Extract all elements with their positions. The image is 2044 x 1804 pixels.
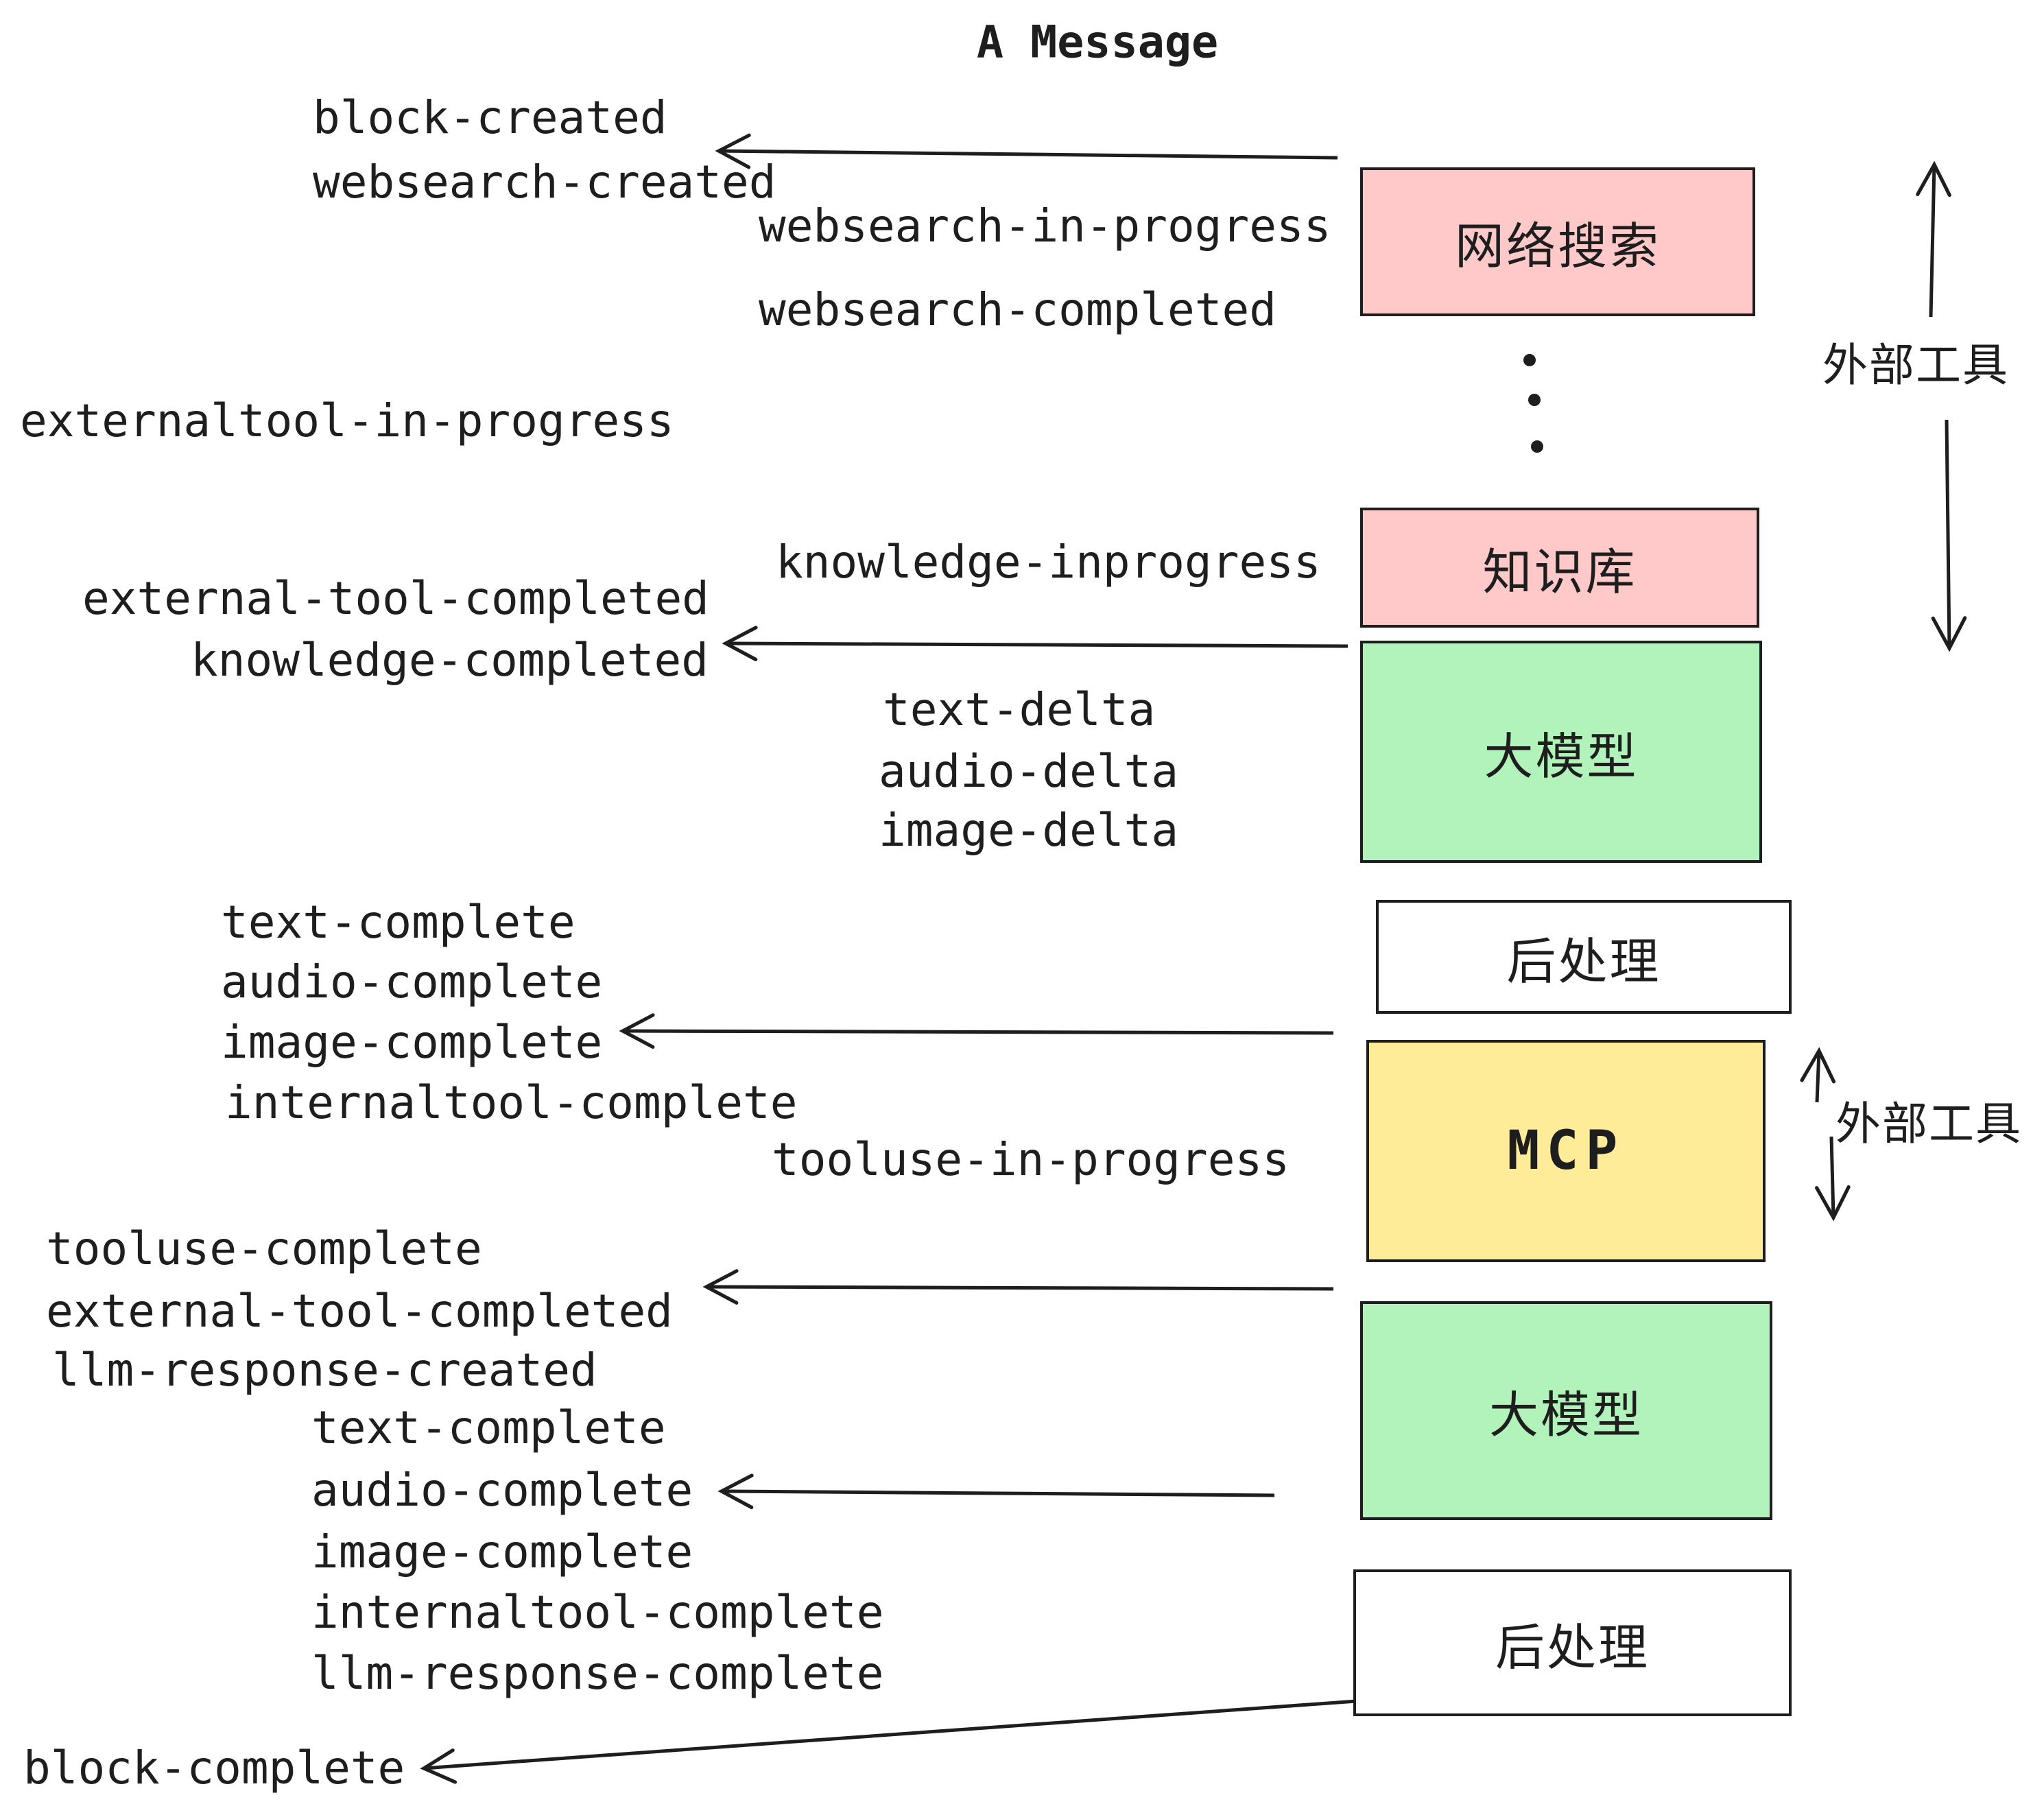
event-image-complete-1: image-complete: [221, 1016, 603, 1069]
box-post-process-2: 后处理: [1353, 1569, 1792, 1716]
event-externaltool-in-progress: externaltool-in-progress: [20, 394, 674, 447]
external-tools-1-up-arrow: [1916, 161, 1951, 318]
event-tooluse-complete: tooluse-complete: [46, 1222, 482, 1275]
box-mcp-label: MCP: [1507, 1120, 1625, 1182]
event-image-complete-2: image-complete: [311, 1526, 693, 1578]
event-text-complete-1: text-complete: [221, 896, 575, 949]
event-audio-complete-2: audio-complete: [311, 1464, 693, 1517]
event-internaltool-complete-2: internaltool-complete: [311, 1586, 884, 1639]
arrow-block-complete: [420, 1699, 1357, 1784]
event-llm-response-complete: llm-response-complete: [311, 1647, 884, 1700]
event-audio-complete-1: audio-complete: [221, 956, 603, 1008]
event-internaltool-complete-1: internaltool-complete: [225, 1076, 798, 1129]
box-knowledge-base: 知识库: [1360, 508, 1759, 628]
diagram-title: A Message: [976, 16, 1219, 69]
event-knowledge-inprogress: knowledge-inprogress: [776, 536, 1321, 589]
box-knowledge-base-label: 知识库: [1482, 543, 1637, 601]
event-block-complete: block-complete: [23, 1742, 405, 1794]
event-block-created: block-created: [313, 91, 667, 144]
external-tools-2-down-arrow: [1815, 1136, 1851, 1222]
event-llm-response-created: llm-response-created: [52, 1344, 597, 1397]
box-llm-1: 大模型: [1360, 641, 1762, 863]
event-tooluse-in-progress: tooluse-in-progress: [772, 1133, 1290, 1186]
event-external-tool-completed-1: external-tool-completed: [82, 572, 709, 625]
event-external-tool-completed-2: external-tool-completed: [46, 1285, 673, 1338]
event-websearch-completed: websearch-completed: [759, 283, 1276, 336]
event-websearch-created: websearch-created: [313, 156, 776, 209]
box-mcp: MCP: [1366, 1040, 1766, 1262]
box-llm-2-label: 大模型: [1488, 1386, 1643, 1444]
event-knowledge-completed: knowledge-completed: [191, 634, 709, 687]
vertical-ellipsis-dots: [1523, 354, 1543, 453]
box-post-process-1: 后处理: [1376, 900, 1792, 1014]
external-tools-label-1: 外部工具: [1822, 339, 2009, 392]
arrow-audio-complete-2: [717, 1473, 1275, 1510]
event-audio-delta-1: audio-delta: [879, 745, 1179, 798]
arrow-knowledge-completed: [722, 626, 1348, 662]
external-tools-2-up-arrow: [1800, 1047, 1836, 1103]
box-post-process-2-label: 后处理: [1495, 1618, 1650, 1676]
arrow-image-complete: [619, 1013, 1334, 1049]
box-websearch-label: 网络搜索: [1454, 217, 1661, 275]
box-post-process-1-label: 后处理: [1506, 932, 1661, 990]
arrow-tooluse-complete: [702, 1269, 1334, 1305]
event-text-delta-1: text-delta: [883, 683, 1156, 736]
box-websearch: 网络搜索: [1360, 167, 1755, 316]
box-llm-2: 大模型: [1360, 1301, 1772, 1520]
event-text-complete-2: text-complete: [311, 1401, 666, 1454]
external-tools-1-down-arrow: [1931, 419, 1967, 652]
event-image-delta-1: image-delta: [879, 804, 1179, 857]
external-tools-label-2: 外部工具: [1835, 1097, 2022, 1150]
arrow-websearch-to-block-created: [715, 133, 1338, 169]
box-llm-1-label: 大模型: [1484, 727, 1639, 785]
event-websearch-in-progress: websearch-in-progress: [759, 200, 1331, 252]
